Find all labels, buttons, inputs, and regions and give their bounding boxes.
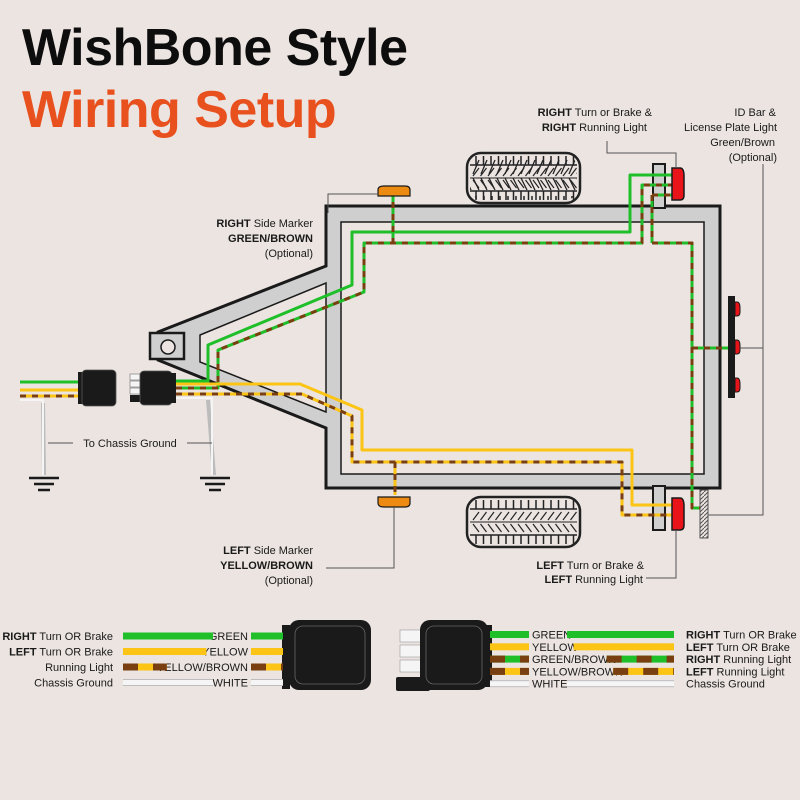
legend-right-label: LEFT Running Light [686,666,784,678]
legend-left-wire-name: YELLOW/BROWN [157,662,248,674]
right-tail-light [671,167,685,201]
legend-right-wire-name: GREEN [532,630,571,642]
legend-right-label: RIGHT Turn OR Brake [686,630,797,642]
legend-right-row: YELLOW/BROWN LEFT Running Light [490,666,784,678]
left-side-marker [377,496,411,508]
label-right-turn-line1: RIGHT Turn or Brake & [538,107,653,119]
legend-right-wire-yellow [490,643,674,651]
legend-right-row: GREEN/BROWN RIGHT Running Light [490,654,791,666]
right-side-marker [377,185,411,197]
label-id-bar-line1: ID Bar & [734,107,776,119]
hitch-hole [160,339,176,355]
legend-right-wire-name: GREEN/BROWN [532,654,616,666]
legend-left: RIGHT Turn OR Brake GREEN LEFT Turn OR Bra… [2,631,283,690]
yellow-wire [20,382,672,507]
label-right-marker-line2: GREEN/BROWN [228,233,313,245]
legend-right-wire-green [490,631,674,638]
connector-female-diagram [78,369,117,407]
connector-female-legend [282,620,371,690]
legend-left-wire-name: GREEN [209,631,248,643]
label-id-bar-line2: License Plate Light [684,122,777,134]
ground-symbol-right [200,476,230,492]
legend-right-row: GREEN RIGHT Turn OR Brake [490,630,797,642]
yellow-brown-wire-dash [20,392,672,517]
label-left-marker-line1: LEFT Side Marker [223,545,313,557]
legend-left-wire-green [123,632,283,640]
label-left-turn-line2: LEFT Running Light [545,574,643,586]
legend-right-wire-name: WHITE [532,679,567,691]
white-ground-wire [20,397,213,475]
legend-right-label: RIGHT Running Light [686,654,791,666]
legend-left-label: RIGHT Turn OR Brake [2,631,113,643]
legend-left-label: LEFT Turn OR Brake [9,647,113,659]
legend-right-wire-green-brown [490,655,674,663]
license-plate-bracket [699,489,709,539]
legend-left-label: Running Light [45,662,113,674]
label-right-marker-line3: (Optional) [265,248,313,260]
trailer-frame [148,163,722,539]
title-line-2: Wiring Setup [22,81,337,139]
label-id-bar-line4: (Optional) [729,152,777,164]
tire-tread-bottom [470,500,577,544]
label-left-marker-line2: YELLOW/BROWN [220,560,313,572]
legend-right-wire-yellow-brown [490,667,674,675]
legend-left-wire-name: YELLOW [202,647,248,659]
ground-symbol-left [29,476,59,492]
legend-left-row: Chassis Ground WHITE [34,678,283,690]
legend-right-label: Chassis Ground [686,679,765,691]
wires [20,173,730,517]
id-bar [728,296,741,398]
legend-right-wire-white [490,680,674,688]
connector-male-legend [396,620,492,691]
green-brown-branch-dash [391,190,730,510]
label-left-marker-line3: (Optional) [265,575,313,587]
title-line-1: WishBone Style [22,19,408,77]
legend-left-wire-yellow [123,648,283,655]
legend-right-wire-name: YELLOW [532,642,578,654]
legend-right-label: LEFT Turn OR Brake [686,642,790,654]
label-left-turn-line1: LEFT Turn or Brake & [536,560,644,572]
label-chassis-ground: To Chassis Ground [83,438,177,450]
label-right-marker-line1: RIGHT Side Marker [216,218,313,230]
green-brown-wire-dash [176,183,672,390]
label-right-turn-line2: RIGHT Running Light [542,122,647,134]
legend-right-row: WHITE Chassis Ground [490,679,765,691]
legend-left-label: Chassis Ground [34,678,113,690]
leader-lines [48,141,764,579]
left-light-post [652,485,666,531]
legend-right-row: YELLOW LEFT Turn OR Brake [490,642,790,654]
tire-tread-top [470,156,577,200]
legend-left-row: RIGHT Turn OR Brake GREEN [2,631,283,643]
legend-left-row: LEFT Turn OR Brake YELLOW [9,647,283,659]
legend-left-wire-white [123,679,283,686]
connector-male-diagram [129,370,176,406]
legend-left-wire-name: WHITE [213,678,248,690]
label-id-bar-line3: Green/Brown [710,137,775,149]
legend-left-wire-yellow-brown [123,663,283,671]
legend-left-row: Running Light YELLOW/BROWN [45,662,283,674]
left-tail-light [671,497,685,531]
legend-right-wire-name: YELLOW/BROWN [532,666,623,678]
green-wire [20,173,672,384]
